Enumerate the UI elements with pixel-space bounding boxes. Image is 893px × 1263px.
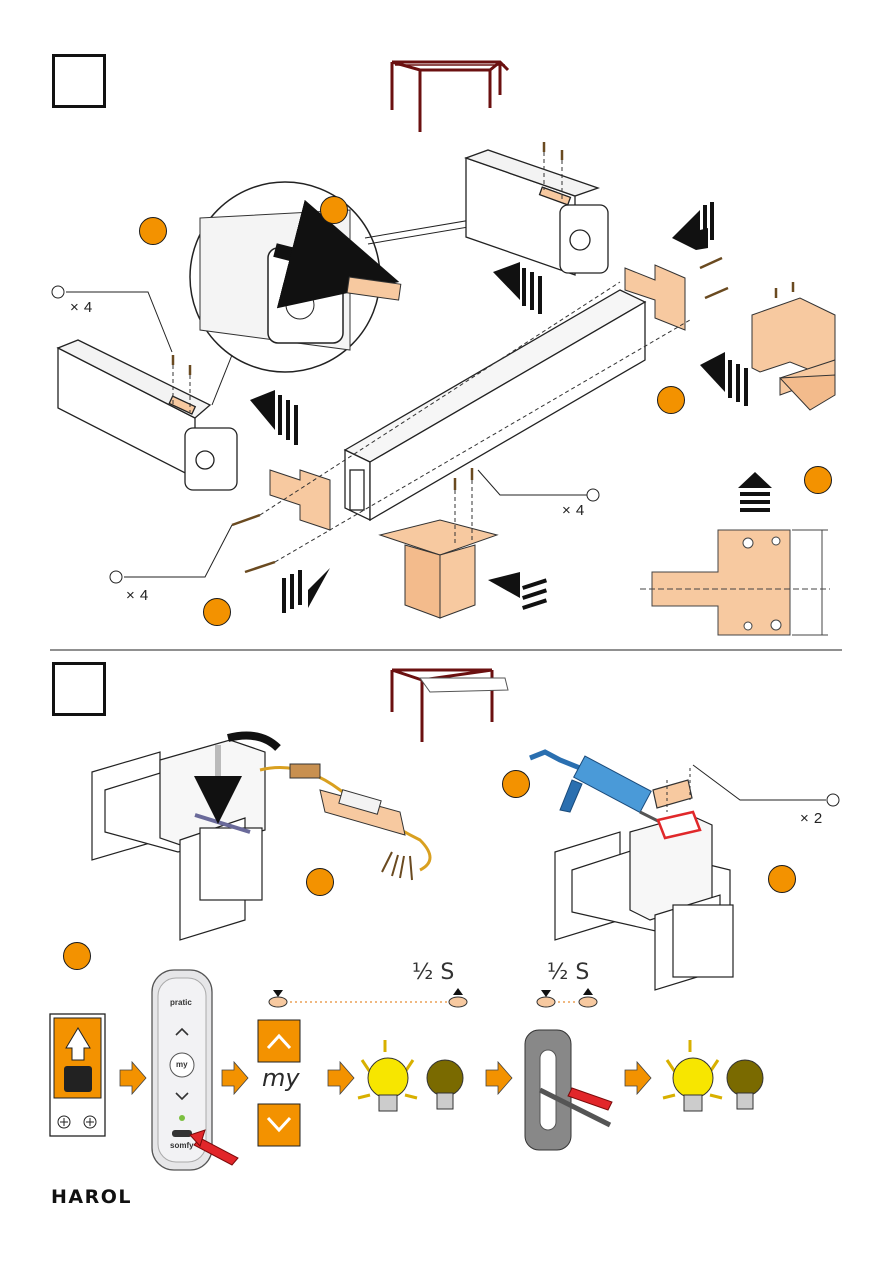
callout-bubble [306, 868, 334, 896]
pergola-thumbnail-1 [392, 62, 508, 132]
t-plate-left [270, 470, 330, 530]
motor-housing-top [466, 150, 608, 275]
corner-assembly-left [0, 736, 278, 940]
post-bracket [380, 520, 497, 618]
bulb-off-icon [427, 1060, 463, 1109]
washer-icon [827, 794, 839, 806]
callout-bubble [804, 466, 832, 494]
up-button-icon [258, 1020, 300, 1062]
control-box [50, 1014, 105, 1136]
my-function-label: my [262, 1064, 300, 1092]
sealant-gun [530, 752, 660, 822]
callout-bubble [502, 770, 530, 798]
wiring-harness [260, 764, 430, 880]
timing-label: ½ S [412, 960, 454, 985]
pergola-thumbnail-2 [392, 670, 508, 742]
callout-bubble [320, 196, 348, 224]
corner-bracket-right [752, 298, 835, 410]
washer-icon [52, 286, 64, 298]
brand-logo: HAROL [51, 1186, 132, 1208]
motor-housing-left [58, 340, 237, 490]
timing-label: ½ S [547, 960, 589, 985]
bulb-on-icon [358, 1040, 417, 1111]
callout-bubble [63, 942, 91, 970]
plate-dimension-drawing [640, 530, 830, 635]
callout-bubble [768, 865, 796, 893]
press-sequence-2 [537, 988, 597, 1007]
remote-brand-top: pratic [170, 998, 192, 1007]
remote-back [525, 1030, 612, 1150]
bulb-on-icon [663, 1040, 722, 1111]
quantity-label: × 2 [800, 810, 823, 827]
step-number-box-1 [52, 54, 106, 108]
step-number-box-2 [52, 662, 106, 716]
quantity-label: × 4 [126, 587, 149, 604]
callout-bubble [657, 386, 685, 414]
callout-bubble [203, 598, 231, 626]
remote-my-button-label: my [176, 1060, 188, 1069]
callout-bubble [139, 217, 167, 245]
press-sequence-1 [269, 988, 467, 1007]
down-button-icon [258, 1104, 300, 1146]
main-beam [345, 290, 645, 520]
remote-brand-bottom: somfy [170, 1141, 194, 1150]
screw-head-icon [110, 571, 122, 583]
corner-assembly-right [555, 780, 733, 990]
screw-head-icon [587, 489, 599, 501]
detail-magnifier [190, 182, 401, 372]
bulb-off-icon [727, 1060, 763, 1109]
quantity-label: × 4 [70, 299, 93, 316]
quantity-label: × 4 [562, 502, 585, 519]
